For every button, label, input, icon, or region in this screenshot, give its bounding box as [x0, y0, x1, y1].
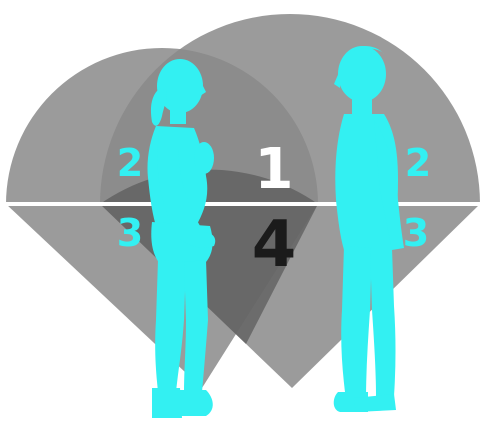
left-zone-3-label: 3	[117, 211, 143, 255]
left-zone-2-label: 2	[117, 141, 143, 185]
right-zone-3-label: 3	[403, 211, 429, 255]
right-zone-2-label: 2	[405, 141, 431, 185]
zone-1-label: 1	[255, 137, 294, 202]
zone-4-label: 4	[252, 208, 297, 282]
